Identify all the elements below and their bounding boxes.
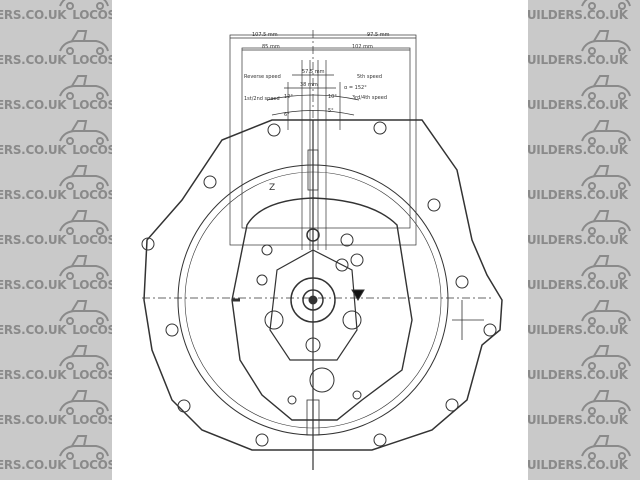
dim-label: 5° xyxy=(328,108,334,114)
car-logo-icon xyxy=(581,255,631,280)
watermark-text: BUILDERS.CO.UK xyxy=(528,413,628,427)
watermark-car-logo xyxy=(578,119,634,149)
watermark-text: ERS.CO.UKLOCOSTBUILD xyxy=(0,188,112,202)
watermark-text: BUILDERS.CO.UK xyxy=(528,8,628,22)
watermark-car-logo xyxy=(578,254,634,284)
watermark-text: BUILDERS.CO.UK xyxy=(528,53,628,67)
watermark-car-logo xyxy=(56,344,112,374)
car-logo-icon xyxy=(581,30,631,55)
car-logo-icon xyxy=(581,390,631,415)
label-reverse-speed: Reverse speed xyxy=(244,74,281,80)
car-logo-icon xyxy=(59,345,109,370)
watermark-car-logo xyxy=(56,389,112,419)
label-first-second-speed: 1st/2nd speed xyxy=(244,96,280,102)
watermark-car-logo xyxy=(56,29,112,59)
car-logo-icon xyxy=(581,210,631,235)
watermark-car-logo xyxy=(578,389,634,419)
watermark-car-logo xyxy=(56,74,112,104)
watermark-text: ERS.CO.UKLOCOSTBUILD xyxy=(0,53,112,67)
watermark-text: ERS.CO.UKLOCOSTBUILD xyxy=(0,98,112,112)
car-logo-icon xyxy=(59,210,109,235)
dim-label: 102 mm xyxy=(352,44,373,50)
watermark-text: BUILDERS.CO.UK xyxy=(528,368,628,382)
car-logo-icon xyxy=(581,120,631,145)
watermark-car-logo xyxy=(56,299,112,329)
watermark-band-left: ERS.CO.UKLOCOSTBUILD ERS.CO.UKLOCOSTBUILD… xyxy=(0,0,112,480)
car-logo-icon xyxy=(59,435,109,460)
cast-logo xyxy=(351,289,365,301)
watermark-car-logo xyxy=(578,74,634,104)
label-z: Z xyxy=(269,183,275,193)
dim-label: 57.5 mm xyxy=(302,69,325,75)
dim-label: 107.5 mm xyxy=(252,32,278,38)
car-logo-icon xyxy=(59,120,109,145)
watermark-car-logo xyxy=(56,434,112,464)
watermark-text: BUILDERS.CO.UK xyxy=(528,278,628,292)
watermark-car-logo xyxy=(56,254,112,284)
watermark-car-logo xyxy=(578,434,634,464)
car-logo-icon xyxy=(59,0,109,10)
dimension-frame xyxy=(142,30,492,470)
bolt-bosses xyxy=(141,121,497,447)
gear-housing xyxy=(231,197,413,421)
watermark-car-logo xyxy=(578,164,634,194)
car-logo-icon xyxy=(59,255,109,280)
watermark-text: BUILDERS.CO.UK xyxy=(528,323,628,337)
watermark-text: BUILDERS.CO.UK xyxy=(528,98,628,112)
watermark-text: ERS.CO.UKLOCOSTBUILD xyxy=(0,278,112,292)
watermark-text: BUILDERS.CO.UK xyxy=(528,458,628,472)
watermark-car-logo xyxy=(56,164,112,194)
gearbox-schematic: 107.5 mm 97.5 mm 85 mm 102 mm 57.5 mm 38… xyxy=(141,30,503,470)
dim-label: 38 mm xyxy=(300,82,318,88)
watermark-car-logo xyxy=(56,0,112,14)
label-fifth-speed: 5th speed xyxy=(357,74,382,80)
watermark-text: ERS.CO.UKLOCOSTBUILD xyxy=(0,368,112,382)
watermark-car-logo xyxy=(578,299,634,329)
watermark-text: BUILDERS.CO.UK xyxy=(528,188,628,202)
car-logo-icon xyxy=(59,30,109,55)
gearbox-drawing: 107.5 mm 97.5 mm 85 mm 102 mm 57.5 mm 38… xyxy=(112,0,528,480)
watermark-car-logo xyxy=(578,344,634,374)
car-logo-icon xyxy=(581,435,631,460)
car-logo-icon xyxy=(581,300,631,325)
watermark-car-logo xyxy=(578,29,634,59)
watermark-text: ERS.CO.UKLOCOSTBUILD xyxy=(0,143,112,157)
car-logo-icon xyxy=(59,300,109,325)
watermark-car-logo xyxy=(56,119,112,149)
selector-plate xyxy=(269,249,358,361)
watermark-text: ERS.CO.UKLOCOSTBUILD xyxy=(0,458,112,472)
dim-label: α = 152° xyxy=(344,85,367,91)
car-logo-icon xyxy=(59,75,109,100)
dimension-text: 107.5 mm 97.5 mm 85 mm 102 mm 57.5 mm 38… xyxy=(244,32,390,193)
dim-label: 97.5 mm xyxy=(367,32,390,38)
car-logo-icon xyxy=(581,345,631,370)
dim-label: 6° xyxy=(284,112,290,118)
watermark-car-logo xyxy=(578,0,634,14)
car-logo-icon xyxy=(59,165,109,190)
dim-label: 85 mm xyxy=(262,44,280,50)
watermark-text: BUILDERS.CO.UK xyxy=(528,233,628,247)
label-third-fourth-speed: 3rd/4th speed xyxy=(352,95,387,101)
car-logo-icon xyxy=(59,390,109,415)
watermark-text: ERS.CO.UKLOCOSTBUILD xyxy=(0,413,112,427)
watermark-text: ERS.CO.UKLOCOSTBUILD xyxy=(0,233,112,247)
watermark-text: ERS.CO.UKLOCOSTBUILD xyxy=(0,323,112,337)
watermark-car-logo xyxy=(578,209,634,239)
car-logo-icon xyxy=(581,165,631,190)
dim-label: 12° xyxy=(284,94,293,100)
car-logo-icon xyxy=(581,0,631,10)
watermark-car-logo xyxy=(56,209,112,239)
watermark-text: BUILDERS.CO.UK xyxy=(528,143,628,157)
dim-label: 10° xyxy=(328,94,337,100)
watermark-text: ERS.CO.UKLOCOSTBUILD xyxy=(0,8,112,22)
car-logo-icon xyxy=(581,75,631,100)
watermark-band-right: BUILDERS.CO.UK BUILDERS.CO.UK BUILDERS.CO.… xyxy=(528,0,640,480)
